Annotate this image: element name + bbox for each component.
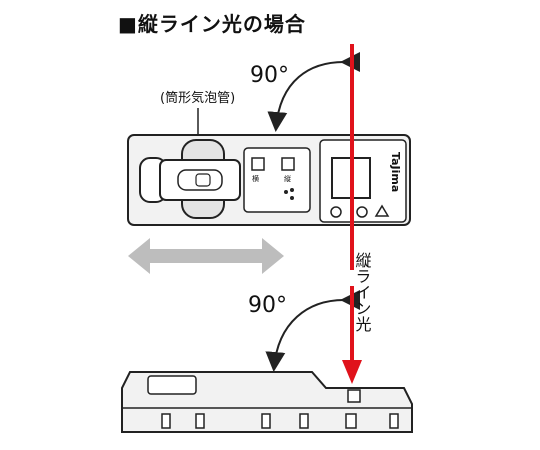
indicator-led <box>284 190 288 194</box>
horizontal-button-label: 横 <box>252 174 259 183</box>
mode-button[interactable] <box>356 206 368 218</box>
indicator-led <box>290 188 294 192</box>
vertical-line-label: 縦ライン光 <box>353 252 372 333</box>
device-side-view <box>121 371 413 433</box>
base-notch <box>161 413 171 429</box>
laser-aperture <box>347 389 361 403</box>
laser-arrowhead <box>342 360 362 384</box>
device-top-view: 横 縦 TaJima <box>127 134 411 226</box>
base-notch <box>299 413 309 429</box>
power-button[interactable] <box>330 206 342 218</box>
angle-label-top: 90° <box>250 63 289 88</box>
vertical-button-label: 縦 <box>284 174 291 183</box>
horizontal-button[interactable]: 横 <box>251 157 265 183</box>
base-notch <box>261 413 271 429</box>
slide-arrow <box>128 238 284 274</box>
vial-callout-label: (筒形気泡管) <box>160 90 235 106</box>
angle-label-bottom: 90° <box>248 293 287 318</box>
base-notch <box>345 413 357 429</box>
rotation-arc-bottom <box>265 289 361 372</box>
page-title: ■縦ライン光の場合 <box>118 12 306 36</box>
brand-logo: TaJima <box>389 152 402 192</box>
up-triangle-icon[interactable] <box>374 204 390 217</box>
indicator-led <box>290 196 294 200</box>
vertical-button[interactable]: 縦 <box>281 157 295 183</box>
rotation-arc-top <box>267 51 361 132</box>
base-notch <box>195 413 205 429</box>
vial-bubble <box>195 173 211 187</box>
side-grip <box>147 375 197 395</box>
base-notch <box>389 413 399 429</box>
